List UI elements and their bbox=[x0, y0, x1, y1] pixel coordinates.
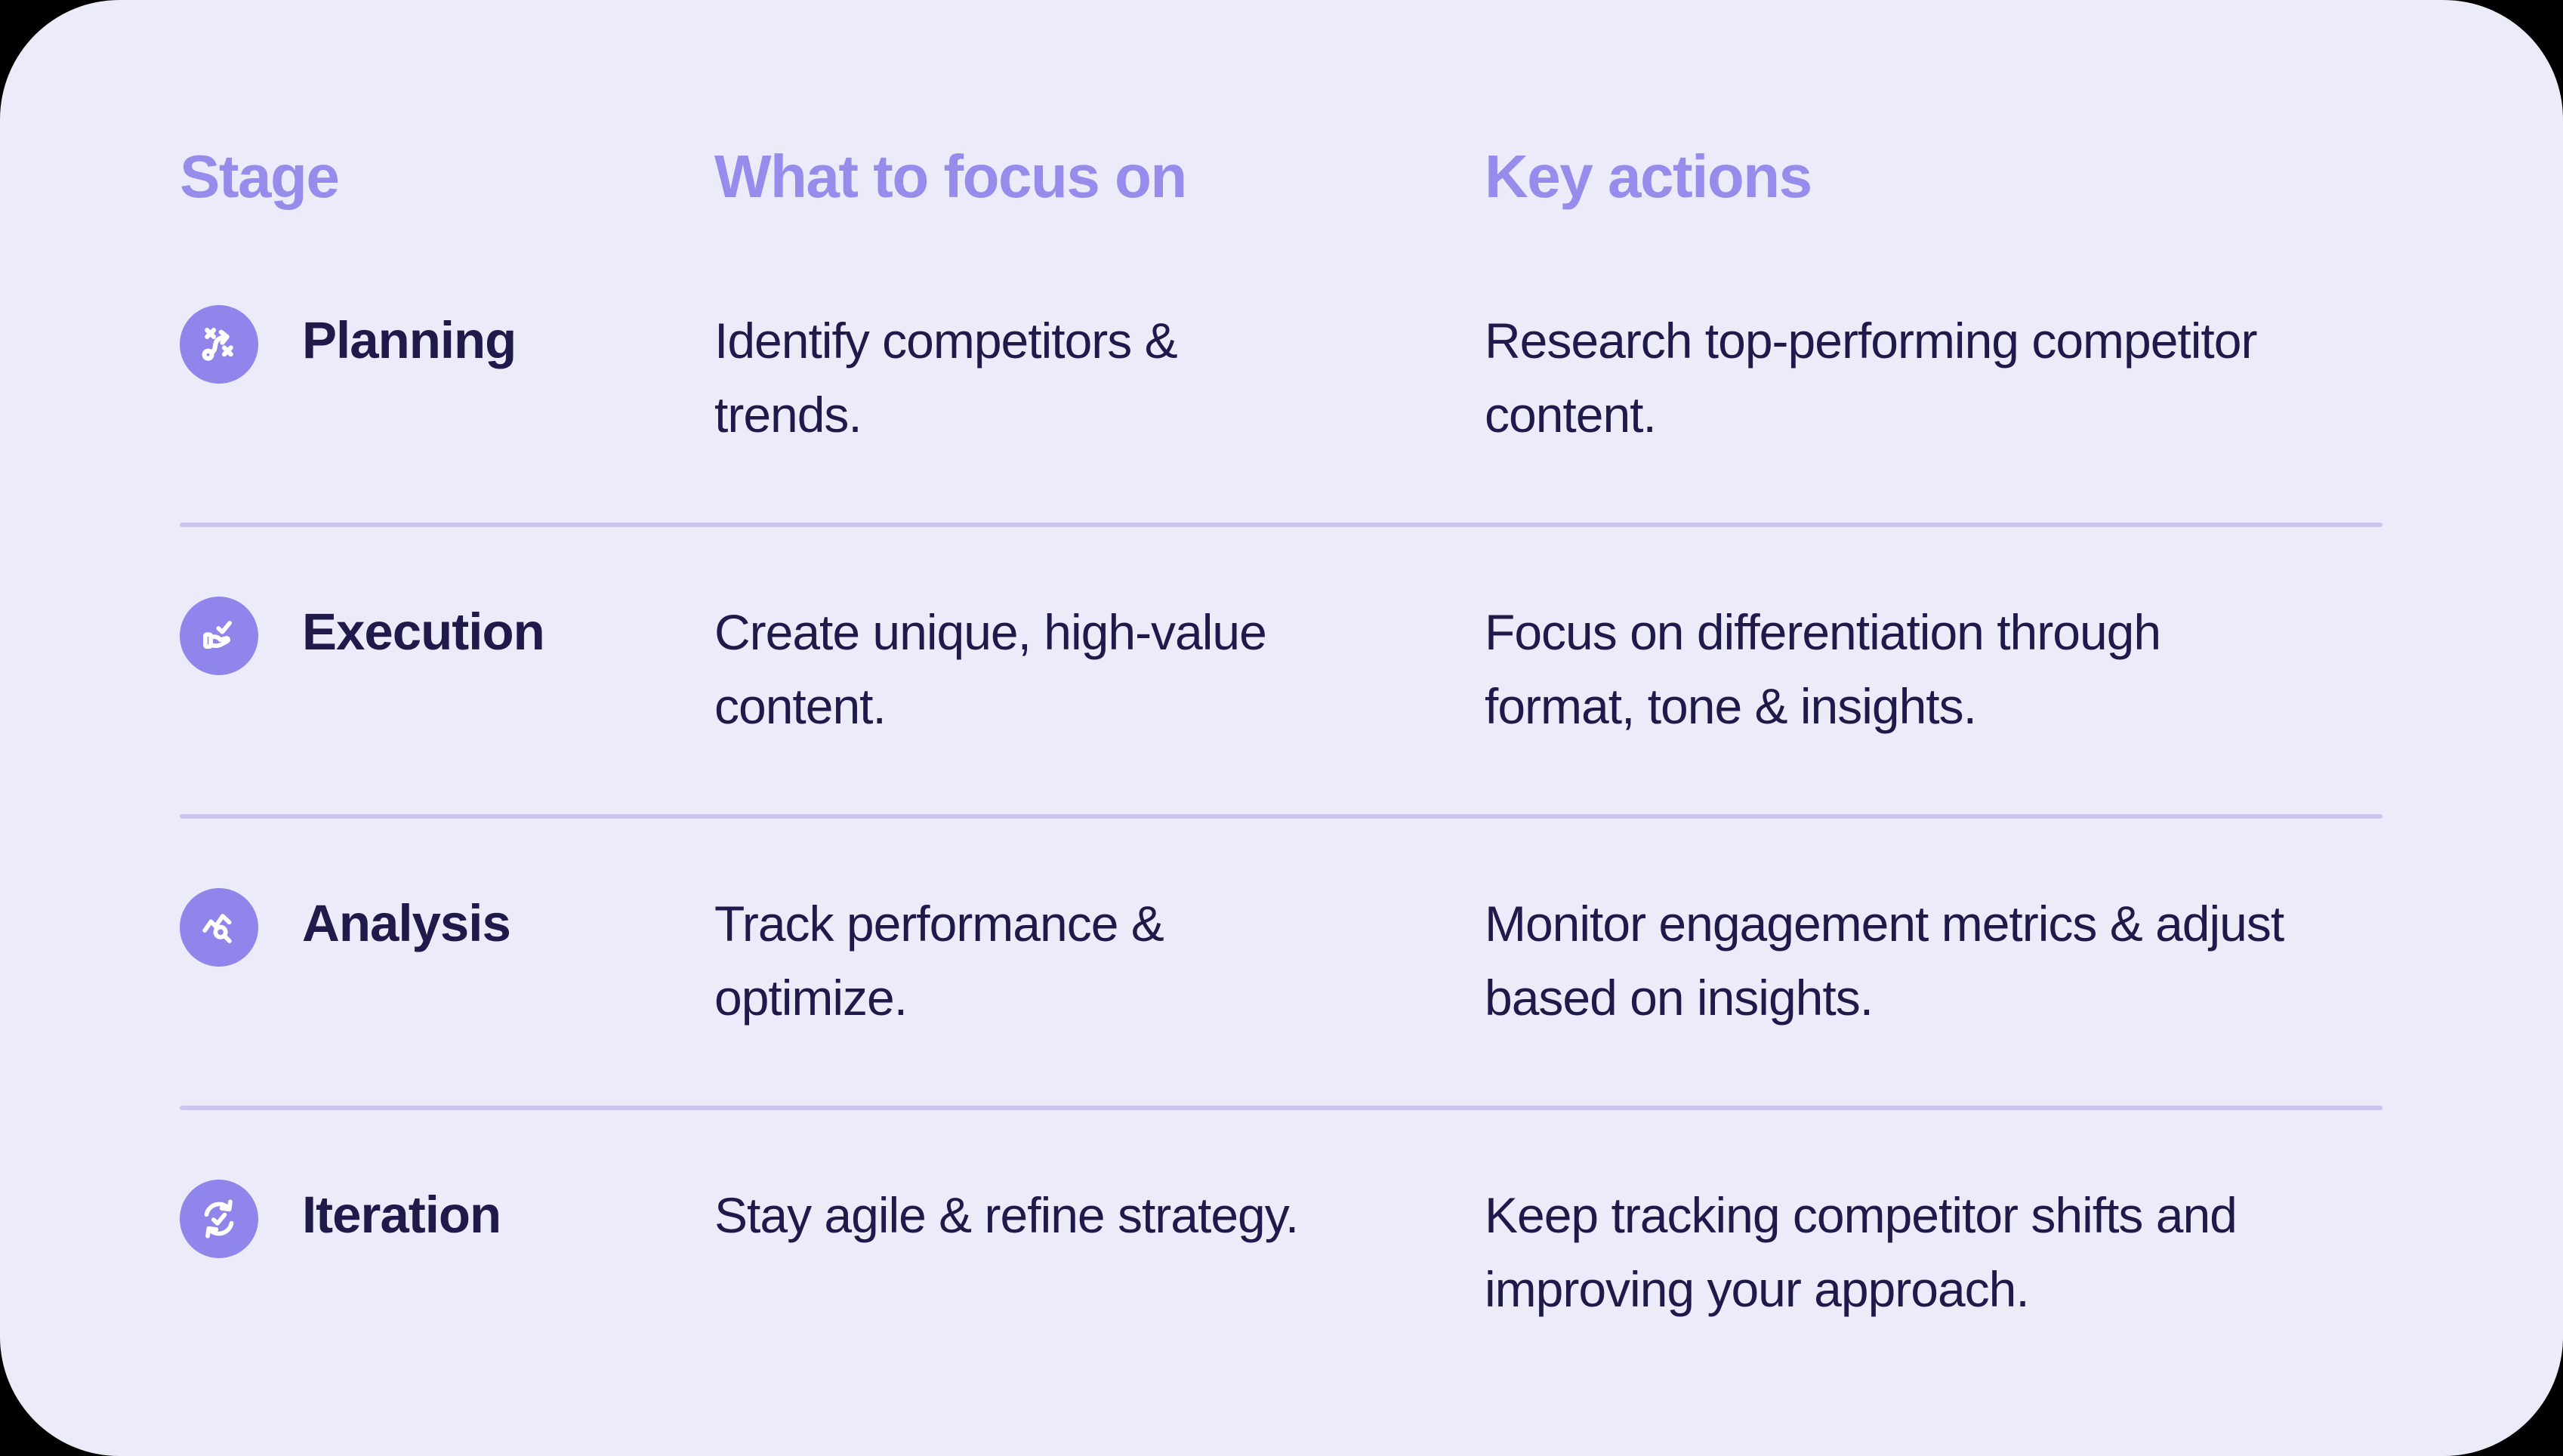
actions-cell: Monitor engagement metrics & adjust base… bbox=[1485, 896, 2284, 1026]
column-header-key-actions: Key actions bbox=[1485, 143, 1812, 210]
stage-cell: Analysis bbox=[180, 887, 714, 967]
row-divider bbox=[180, 1106, 2383, 1110]
actions-cell: Keep tracking competitor shifts and impr… bbox=[1485, 1187, 2238, 1317]
table-row-iteration: Iteration Stay agile & refine strategy. … bbox=[180, 1110, 2383, 1397]
stage-cell: Planning bbox=[180, 304, 714, 384]
focus-cell: Track performance & optimize. bbox=[714, 896, 1164, 1026]
table-row-analysis: Analysis Track performance & optimize. M… bbox=[180, 819, 2383, 1106]
column-header-stage: Stage bbox=[180, 143, 340, 210]
actions-cell: Research top-performing competitor conte… bbox=[1485, 313, 2257, 443]
row-divider bbox=[180, 814, 2383, 819]
focus-cell: Identify competitors & trends. bbox=[714, 313, 1178, 443]
focus-cell: Stay agile & refine strategy. bbox=[714, 1187, 1299, 1243]
stage-label: Execution bbox=[302, 603, 545, 661]
hand-check-icon bbox=[180, 597, 258, 675]
stage-label: Planning bbox=[302, 311, 517, 369]
table-row-execution: Execution Create unique, high-value cont… bbox=[180, 527, 2383, 814]
stage-cell: Iteration bbox=[180, 1178, 714, 1258]
table-header-row: Stage What to focus on Key actions bbox=[180, 140, 2383, 213]
actions-cell: Focus on differentiation through format,… bbox=[1485, 604, 2161, 734]
strategy-icon bbox=[180, 305, 258, 384]
row-divider bbox=[180, 523, 2383, 527]
chart-magnifier-icon bbox=[180, 888, 258, 967]
focus-cell: Create unique, high-value content. bbox=[714, 604, 1267, 734]
stage-cell: Execution bbox=[180, 595, 714, 675]
sync-check-icon bbox=[180, 1180, 258, 1258]
table-row-planning: Planning Identify competitors & trends. … bbox=[180, 236, 2383, 523]
column-header-focus: What to focus on bbox=[714, 143, 1187, 210]
stage-label: Analysis bbox=[302, 894, 511, 952]
stage-label: Iteration bbox=[302, 1186, 501, 1244]
